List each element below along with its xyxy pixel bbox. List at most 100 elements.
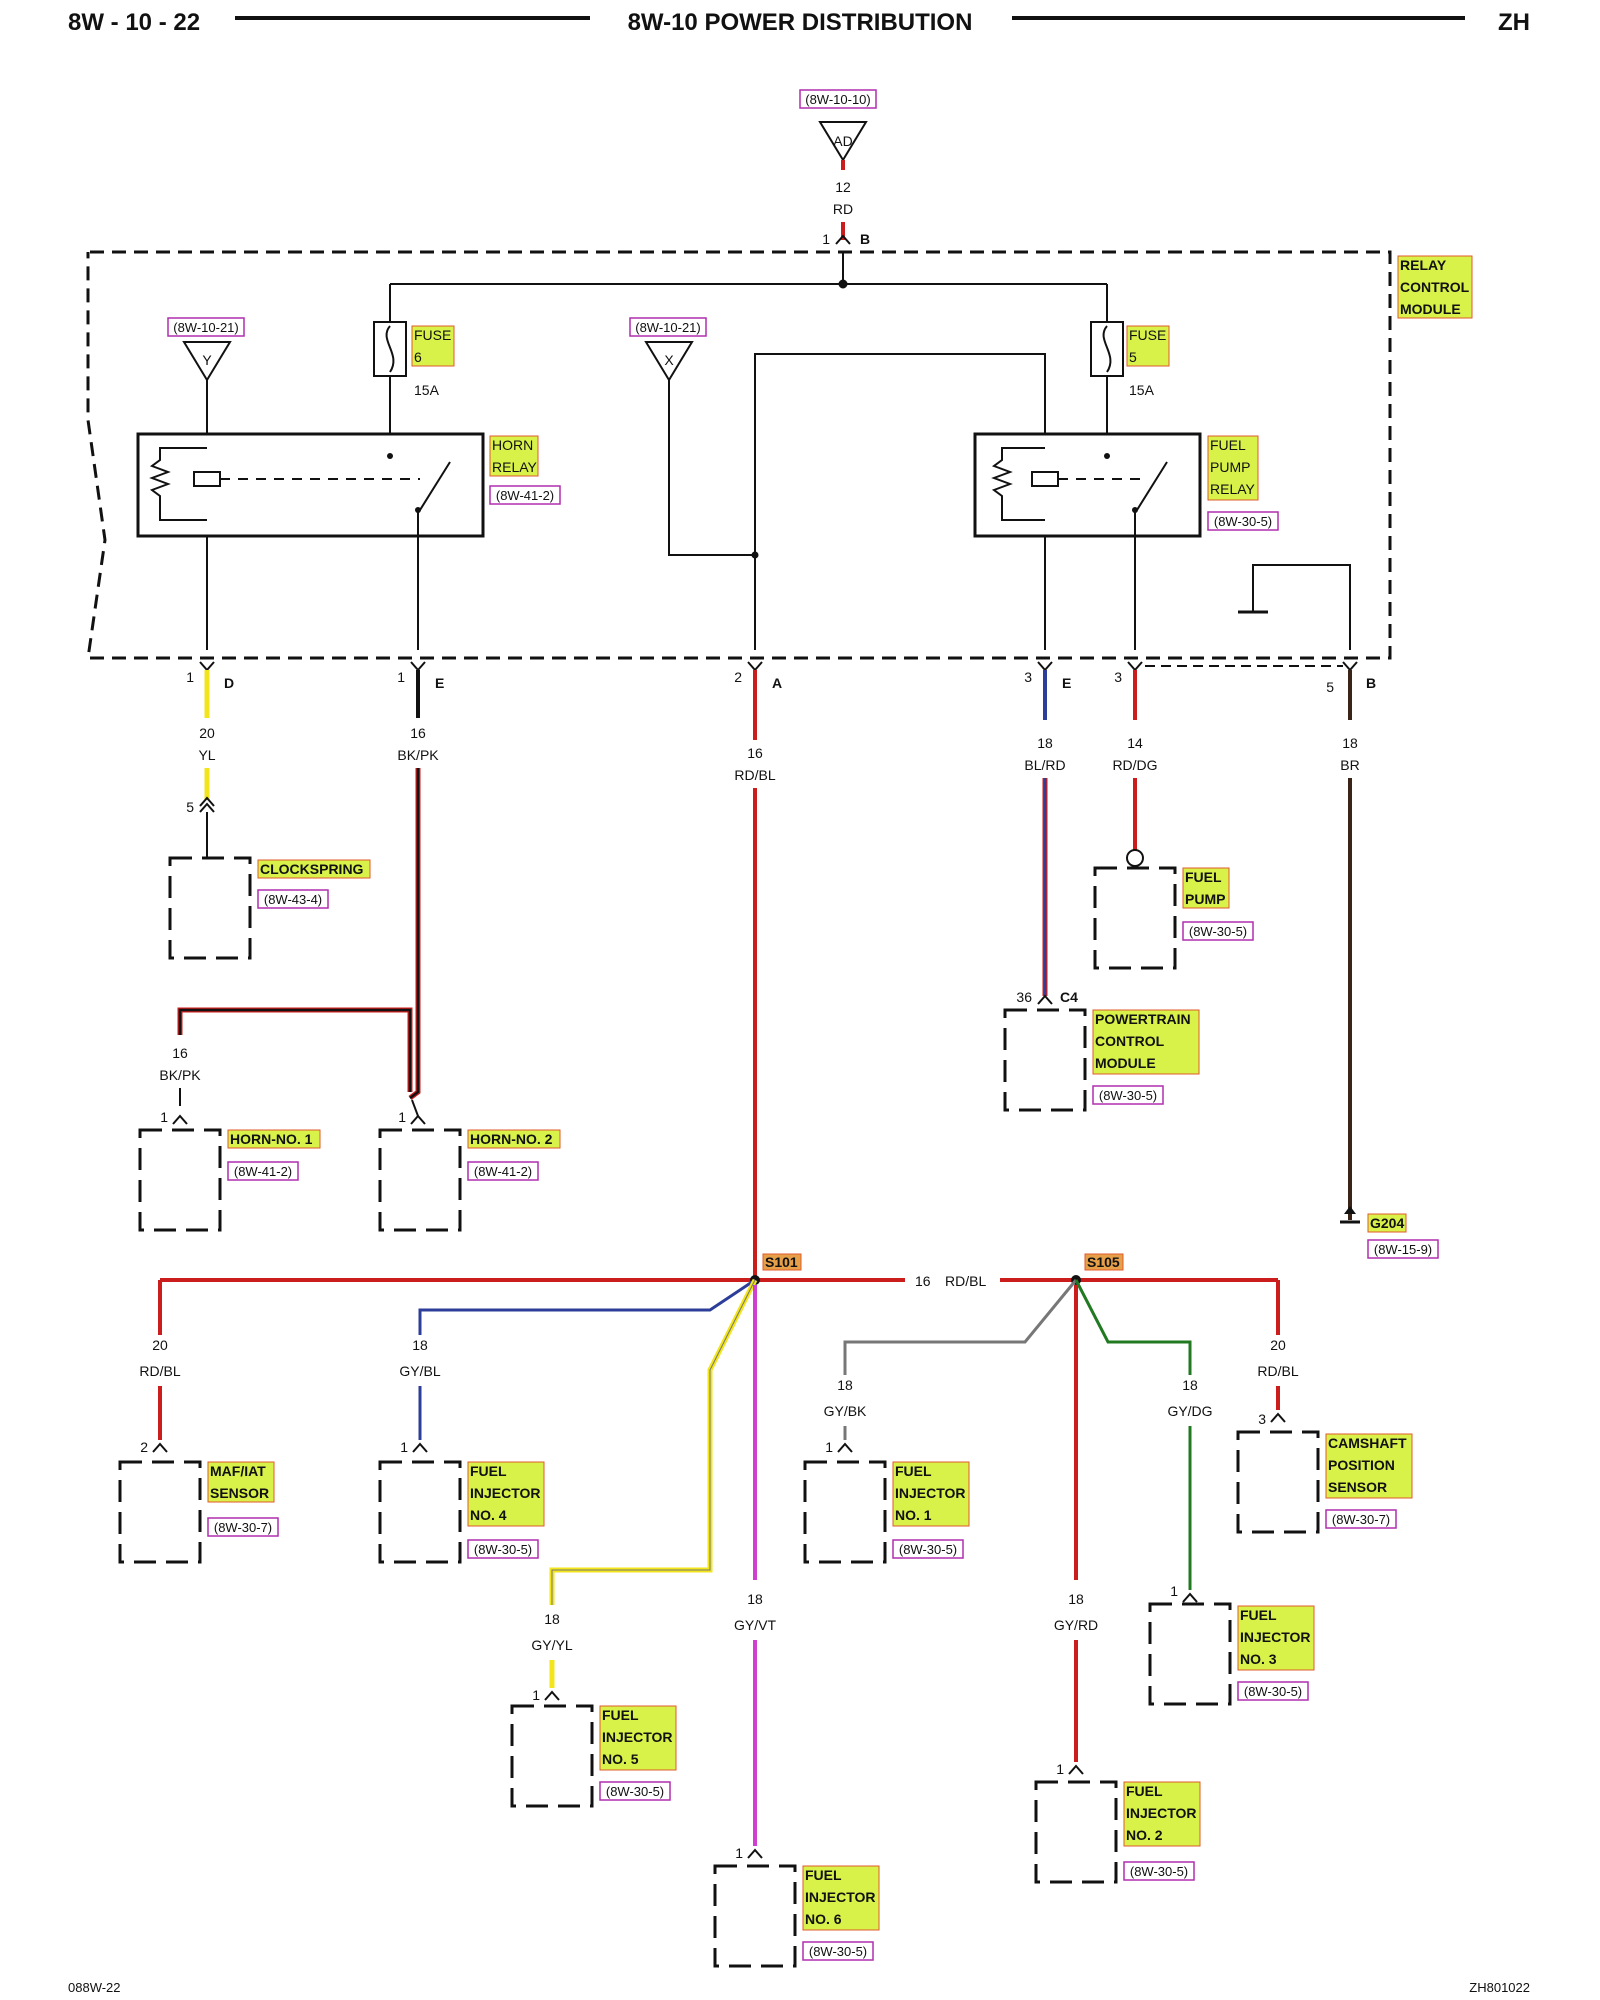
relay-control-module: RELAY CONTROL MODULE xyxy=(86,250,1473,660)
component-box xyxy=(803,1460,887,1564)
component-box xyxy=(1148,1602,1232,1706)
footer-left: 088W-22 xyxy=(68,1980,121,1995)
horn-relay-name-line1: HORN xyxy=(492,437,533,453)
component-box xyxy=(1003,1008,1087,1112)
source-x-terminal: X xyxy=(664,352,674,368)
top-source-ref: (8W-10-10) xyxy=(805,92,871,107)
pin-number: 1 xyxy=(397,669,405,685)
top-connector: B xyxy=(860,231,870,247)
pin-number: 1 xyxy=(400,1439,408,1455)
footer-right: ZH801022 xyxy=(1469,1980,1530,1995)
inj1-name-line1: FUEL xyxy=(895,1463,932,1479)
wire-color: GY/VT xyxy=(734,1617,776,1633)
wire-color: BR xyxy=(1340,757,1359,773)
fuel-injector-2: 18 GY/RD 1 FUEL INJECTOR NO. 2 (8W-30-5) xyxy=(1034,1285,1201,1884)
source-triangle-icon xyxy=(644,341,694,382)
fuel-injector-3: 18 GY/DG 1 FUEL INJECTOR NO. 3 (8W-30-5) xyxy=(1074,1279,1315,1706)
fuel-pump-relay: FUEL PUMP RELAY (8W-30-5) xyxy=(973,432,1279,650)
pin-fuel-pump: 3 14 RD/DG xyxy=(1112,661,1343,773)
module-name-line1: RELAY xyxy=(1400,257,1447,273)
wire-gauge: 18 xyxy=(1182,1377,1198,1393)
pin-number: 1 xyxy=(186,669,194,685)
internal-bus xyxy=(389,252,1108,322)
component-box xyxy=(713,1864,797,1968)
pin-connector: E xyxy=(1062,675,1071,691)
source-triangle-icon xyxy=(182,341,232,382)
inj5-name-line1: FUEL xyxy=(602,1707,639,1723)
inj1-name-line3: NO. 1 xyxy=(895,1507,932,1523)
inj5-ref: (8W-30-5) xyxy=(606,1784,664,1799)
maf-iat-sensor: 20 RD/BL 2 MAF/IAT SENSOR (8W-30-7) xyxy=(118,1280,279,1564)
module-ground xyxy=(1238,564,1351,650)
maf-ref: (8W-30-7) xyxy=(214,1520,272,1535)
wire-gauge: 20 xyxy=(1270,1337,1286,1353)
wire-color: GY/DG xyxy=(1167,1403,1212,1419)
horn-no-1: 1 HORN-NO. 1 (8W-41-2) xyxy=(138,1109,321,1232)
component-box xyxy=(1034,1780,1118,1884)
wire-color: GY/YL xyxy=(531,1637,572,1653)
pin-e-horn: 1 E 16 BK/PK xyxy=(397,661,444,763)
wire-color: GY/BK xyxy=(824,1403,867,1419)
component-box xyxy=(510,1704,594,1808)
wire-color: RD/BL xyxy=(139,1363,180,1379)
top-source: (8W-10-10) AD 12 RD 1 B xyxy=(799,89,877,247)
switch-icon xyxy=(1136,461,1168,511)
horn2-ref: (8W-41-2) xyxy=(474,1164,532,1179)
splice-bus: 16 RD/BL S101 S105 xyxy=(160,1253,1278,1289)
pcm-ref: (8W-30-5) xyxy=(1099,1088,1157,1103)
page-number: 8W - 10 - 22 xyxy=(68,9,200,36)
fuel-injector-4: 18 GY/BL 1 FUEL INJECTOR NO. 4 (8W-30-5) xyxy=(378,1278,756,1564)
inj2-ref: (8W-30-5) xyxy=(1130,1864,1188,1879)
component-box xyxy=(168,856,252,960)
pin-connector: B xyxy=(1366,675,1376,691)
fuel-pump-ref: (8W-30-5) xyxy=(1189,924,1247,939)
fuse-6-label: FUSE xyxy=(414,327,451,343)
fuel-pump-name-line1: FUEL xyxy=(1185,869,1222,885)
fuel-injector-5: 18 GY/YL 1 FUEL INJECTOR NO. 5 (8W-30-5) xyxy=(510,1278,758,1808)
fuse-5: FUSE 5 15A xyxy=(1090,321,1170,456)
cmp-ref: (8W-30-7) xyxy=(1332,1512,1390,1527)
source-triangle-icon xyxy=(818,121,868,162)
inj4-name-line1: FUEL xyxy=(470,1463,507,1479)
pin-connector: E xyxy=(435,675,444,691)
fuel-pump-name-line2: PUMP xyxy=(1185,891,1225,907)
wire-gauge: 14 xyxy=(1127,735,1143,751)
source-x-ref: (8W-10-21) xyxy=(635,320,701,335)
component-box xyxy=(1093,866,1177,970)
fp-relay-name-line2: PUMP xyxy=(1210,459,1250,475)
pin-number: 3 xyxy=(1114,669,1122,685)
wire-gauge: 20 xyxy=(152,1337,168,1353)
fuel-injector-1: 18 GY/BK 1 FUEL INJECTOR NO. 1 (8W-30-5) xyxy=(803,1279,1078,1564)
wire-color: BK/PK xyxy=(159,1067,201,1083)
component-box xyxy=(118,1460,202,1564)
inj1-name-line2: INJECTOR xyxy=(895,1485,966,1501)
maf-name-line2: SENSOR xyxy=(210,1485,269,1501)
pin-number: 1 xyxy=(825,1439,833,1455)
wire-gauge: 18 xyxy=(1037,735,1053,751)
wire-gauge: 18 xyxy=(1342,735,1358,751)
camshaft-position-sensor: 20 RD/BL 3 CAMSHAFT POSITION SENSOR (8W-… xyxy=(1236,1280,1413,1534)
powertrain-control-module: 36 C4 POWERTRAIN CONTROL MODULE (8W-30-5… xyxy=(1003,778,1200,1112)
pin-connector: A xyxy=(772,675,782,691)
pin-number: 1 xyxy=(1056,1761,1064,1777)
module-name-line2: CONTROL xyxy=(1400,279,1470,295)
pin-number: 5 xyxy=(186,799,194,815)
fuse-6: FUSE 6 15A xyxy=(373,321,455,456)
pin-a: 2 A 16 RD/BL xyxy=(734,661,782,783)
pin-number: 1 xyxy=(1170,1583,1178,1599)
horn1-name: HORN-NO. 1 xyxy=(230,1131,313,1147)
fuse-6-number: 6 xyxy=(414,349,422,365)
wire-gauge: 18 xyxy=(747,1591,763,1607)
wire-color: YL xyxy=(198,747,215,763)
pcm-name-line3: MODULE xyxy=(1095,1055,1156,1071)
pin-number: 1 xyxy=(532,1687,540,1703)
clockspring-ref: (8W-43-4) xyxy=(264,892,322,907)
pin-number: 1 xyxy=(160,1109,168,1125)
pin-number: 36 xyxy=(1016,989,1032,1005)
top-wire-gauge: 12 xyxy=(835,179,851,195)
wire-gauge: 16 xyxy=(747,745,763,761)
wire-color: GY/RD xyxy=(1054,1617,1098,1633)
splice-s105-label: S105 xyxy=(1087,1254,1120,1270)
inj5-name-line2: INJECTOR xyxy=(602,1729,673,1745)
inj6-name-line3: NO. 6 xyxy=(805,1911,842,1927)
